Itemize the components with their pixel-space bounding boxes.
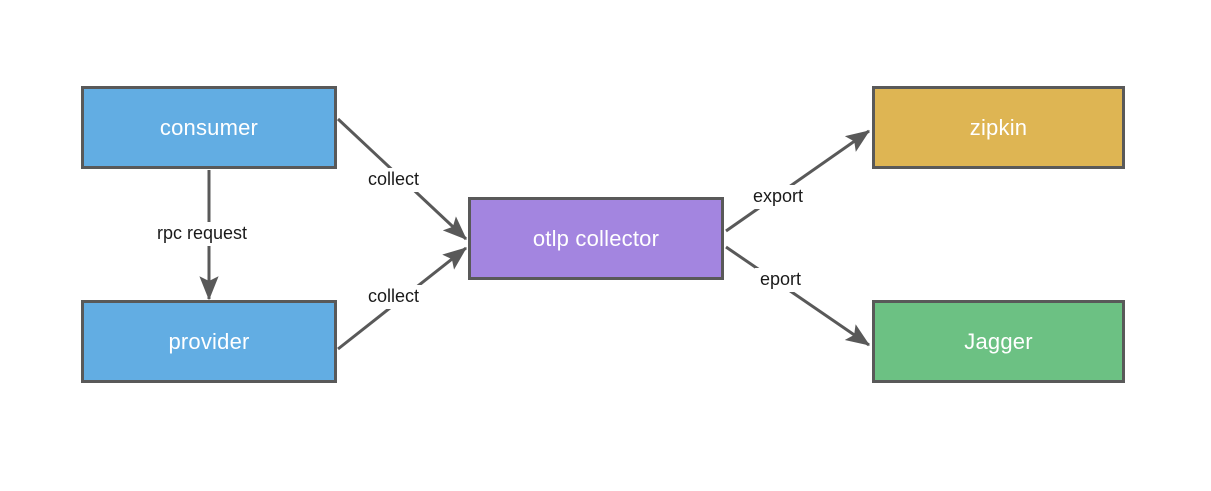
node-consumer-label: consumer — [159, 114, 259, 140]
node-zipkin[interactable]: zipkin — [872, 86, 1125, 169]
node-provider-label: provider — [168, 328, 250, 354]
edge-label-collect-provider: collect — [363, 285, 425, 309]
edge-label-collect-consumer: collect — [363, 168, 425, 192]
node-consumer[interactable]: consumer — [81, 86, 337, 169]
edge-collector-jagger — [725, 245, 870, 347]
node-otlp-collector[interactable]: otlp collector — [468, 197, 724, 280]
edge-label-rpc-request: rpc request — [152, 222, 253, 246]
edge-label-eport-jagger: eport — [755, 268, 807, 292]
node-jagger[interactable]: Jagger — [872, 300, 1125, 383]
node-jagger-label: Jagger — [964, 328, 1033, 354]
node-zipkin-label: zipkin — [969, 114, 1028, 140]
edge-label-export-zipkin: export — [748, 185, 809, 209]
edge-collector-zipkin — [725, 129, 870, 233]
node-provider[interactable]: provider — [81, 300, 337, 383]
node-otlp-collector-label: otlp collector — [532, 225, 660, 251]
